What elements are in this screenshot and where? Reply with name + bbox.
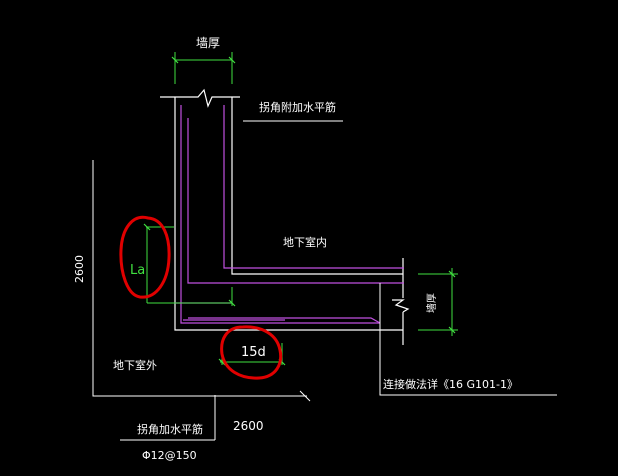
connection-note: 连接做法详《16 G101-1》 [383,377,518,391]
wall-thickness-label: 墙厚 [196,36,220,50]
bar-spec-label: Φ12@150 [142,449,197,462]
annotation-circle-la [119,215,171,299]
dimension-ticks [143,56,456,366]
indoor-label: 地下室内 [283,235,327,249]
annotation-circle-15d [220,325,283,380]
wall-outline [160,88,410,345]
overall-dimensions [92,120,557,441]
dim-2600-bottom: 2600 [233,419,264,433]
corner-bar-bottom-label: 拐角加水平筋 [137,422,203,436]
corner-bar-top-label: 拐角附加水平筋 [259,100,336,114]
outdoor-label: 地下室外 [113,358,157,372]
dim-2600-vertical: 2600 [73,255,86,283]
rebar-lines [175,105,404,324]
fifteen-d-label: 15d [241,345,266,360]
la-label: La [130,263,145,278]
wall-thickness-right-label: 墙厚 [425,293,438,313]
